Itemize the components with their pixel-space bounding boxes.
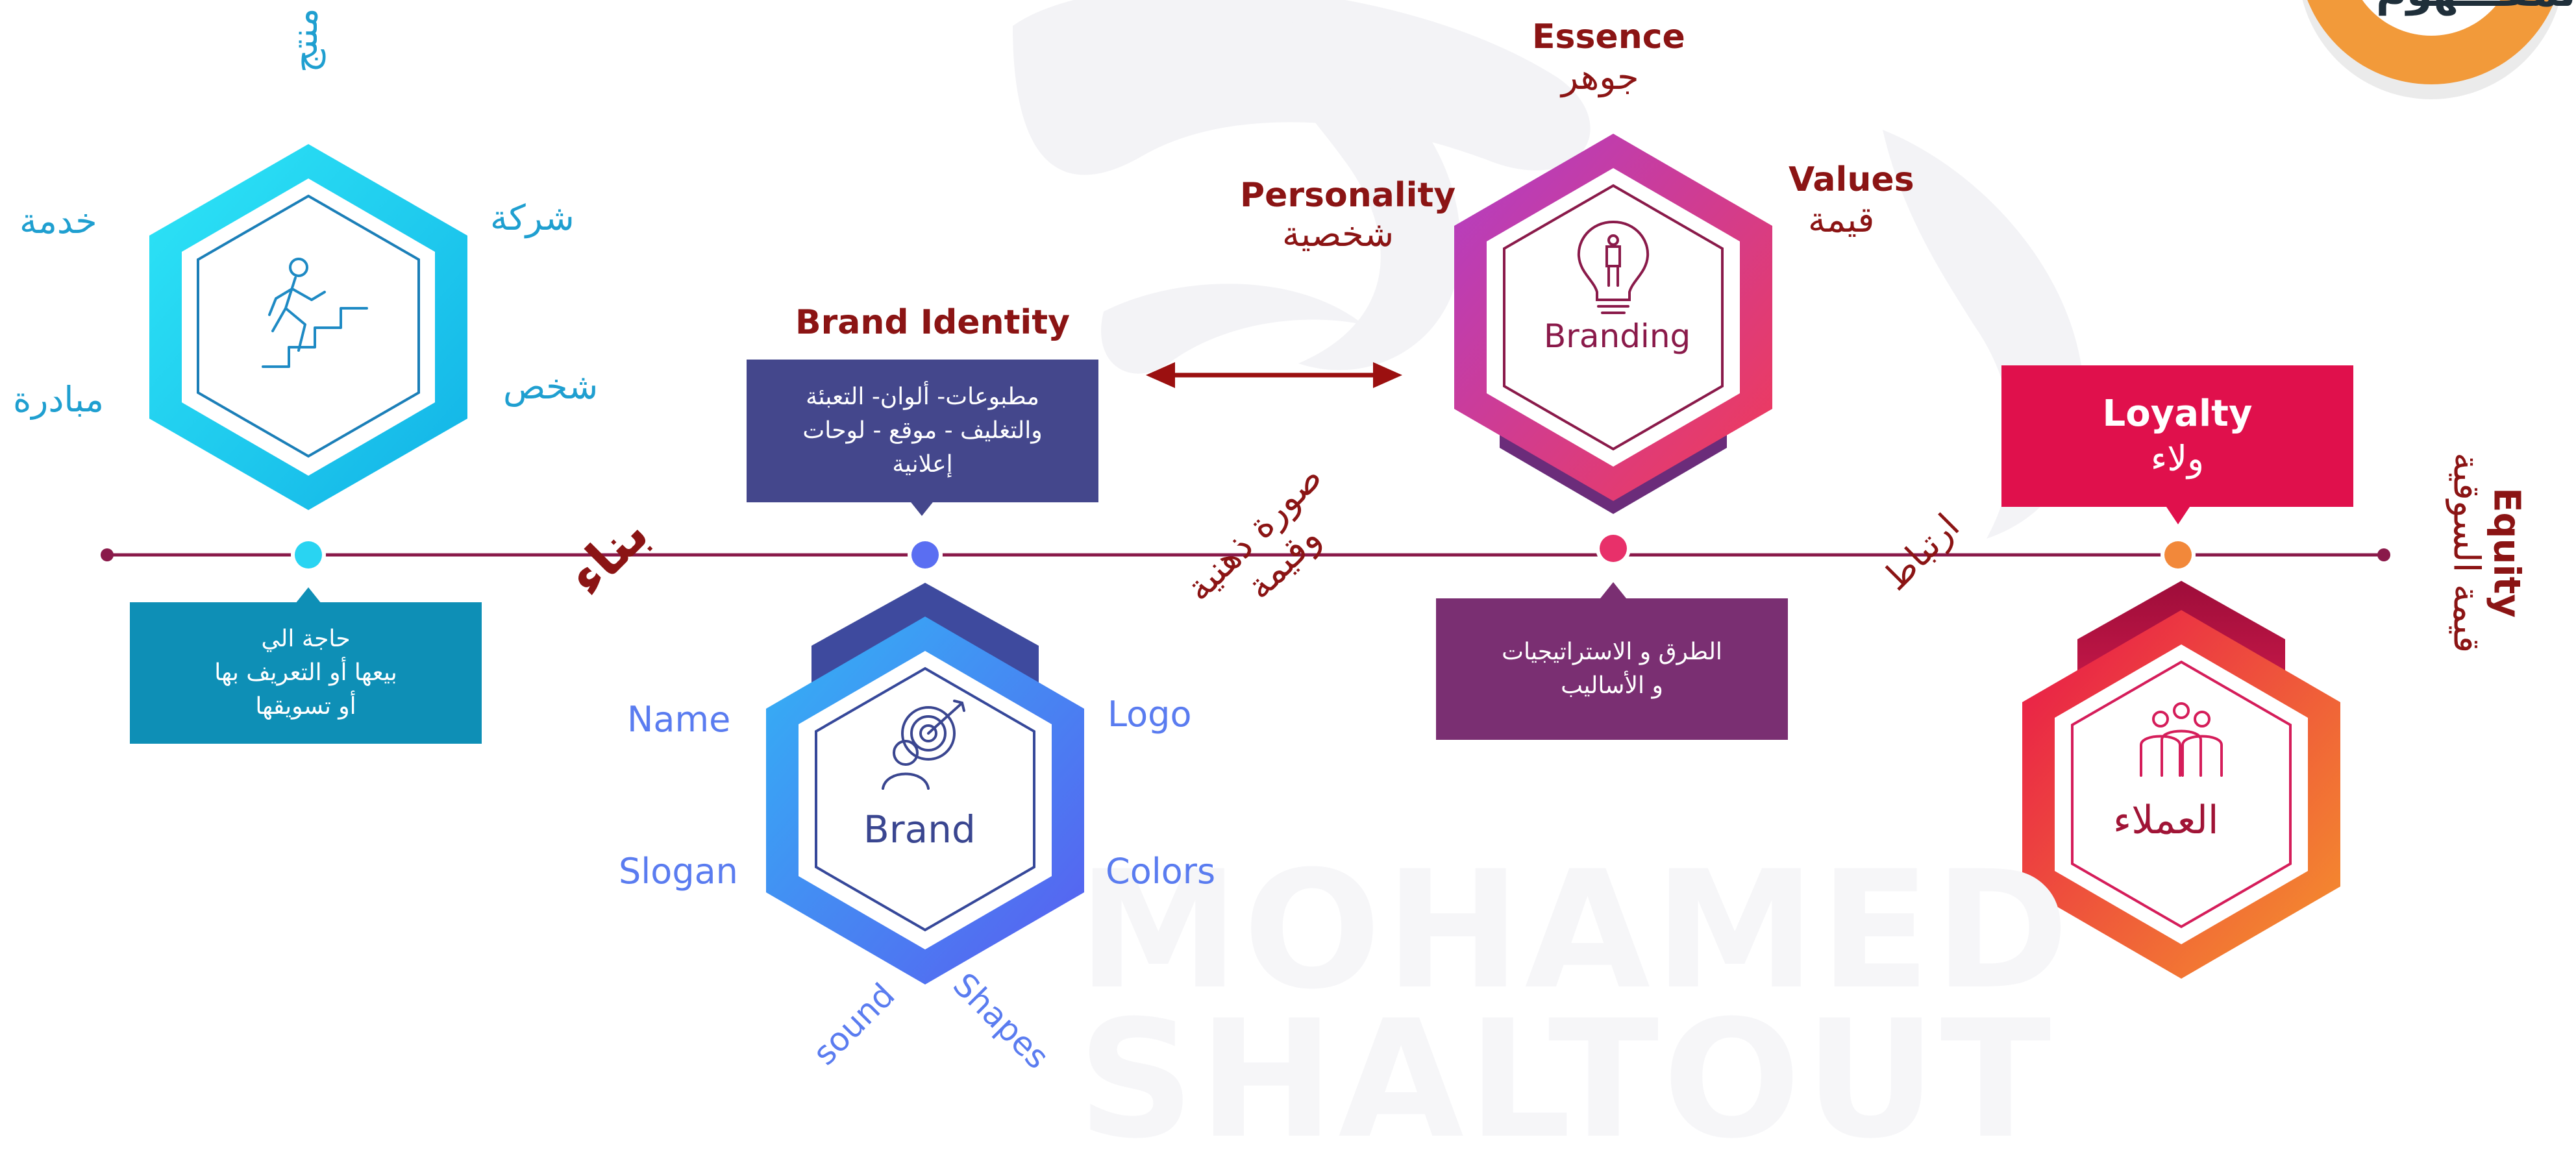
customers-dot <box>2164 541 2192 569</box>
label-service: خدمة <box>19 201 97 241</box>
branding-note-line1: الطرق و الاستراتيجيات <box>1502 638 1722 665</box>
product-hexagon <box>149 144 467 510</box>
customers-hexagon <box>2022 581 2340 979</box>
brand-dot <box>911 541 939 569</box>
brand-element-colors: Colors <box>1106 851 1216 892</box>
product-note-line2: بيعها أو التعريف بها <box>214 659 397 686</box>
stairs-climber-icon <box>262 258 368 368</box>
double-arrow <box>1146 362 1402 388</box>
branding-note: الطرق و الاستراتيجيات و الأساليب <box>1436 598 1788 740</box>
product-note: حاجة الي بيعها أو التعريف بها أو تسويقها <box>130 602 482 744</box>
target-person-icon <box>882 700 965 790</box>
essence-en: Essence <box>1532 18 1685 56</box>
identity-note-line2: والتغليف - موقع - لوحات <box>802 417 1043 444</box>
label-person: شخص <box>503 366 599 407</box>
essence-ar: جوهر <box>1561 56 1639 97</box>
people-group-icon <box>2140 702 2223 777</box>
loyalty-ar: ولاء <box>2150 438 2205 480</box>
product-dot <box>295 541 322 569</box>
corner-title: المفـــهوم <box>2376 0 2576 17</box>
branding-note-pointer <box>1600 582 1626 598</box>
watermark-line2: SHALTOUT <box>1078 985 2055 1174</box>
brand-identity-title: Brand Identity <box>795 303 1071 342</box>
watermark-shape <box>1013 0 2085 539</box>
branding-center-label: Branding <box>1544 317 1691 355</box>
lightbulb-person-icon <box>1577 220 1650 314</box>
personality-en: Personality <box>1240 176 1456 215</box>
corner-ring <box>2302 0 2560 99</box>
watermark-line1: MOHAMED <box>1078 836 2074 1025</box>
product-note-line3: أو تسويقها <box>255 693 356 720</box>
timeline-end-dot <box>2377 548 2390 561</box>
equity-en: Equity <box>2485 487 2528 618</box>
values-ar: قيمة <box>1808 199 1875 240</box>
brand-element-name: Name <box>627 699 731 740</box>
loyalty-pointer <box>2165 505 2191 524</box>
brand-identity-note: مطبوعات- ألوان- التعبئة والتغليف - موقع … <box>747 360 1098 502</box>
branding-note-line2: و الأساليب <box>1561 672 1663 699</box>
branding-hexagon <box>1454 134 1772 514</box>
personality-ar: شخصية <box>1282 214 1394 254</box>
timeline-start-dot <box>101 548 114 561</box>
customers-center-label: العملاء <box>2113 798 2219 843</box>
product-top-label: منتج <box>283 8 326 73</box>
loyalty-en: Loyalty <box>2102 393 2253 435</box>
brand-hexagon <box>766 583 1084 984</box>
branding-dot <box>1600 535 1627 562</box>
values-en: Values <box>1789 160 1914 199</box>
product-note-line1: حاجة الي <box>261 625 351 652</box>
brand-center-label: Brand <box>863 807 976 851</box>
product-note-pointer <box>295 587 321 604</box>
brand-element-slogan: Slogan <box>619 851 738 892</box>
label-initiative: مبادرة <box>13 379 105 420</box>
identity-pointer <box>909 500 935 516</box>
identity-note-line3: إعلانية <box>892 451 953 478</box>
diagram-canvas <box>101 0 2560 984</box>
equity-label: Equity قيمة السوقية <box>2446 417 2528 689</box>
label-company: شركة <box>490 197 575 238</box>
brand-element-logo: Logo <box>1108 694 1192 735</box>
identity-note-line1: مطبوعات- ألوان- التعبئة <box>806 383 1039 410</box>
equity-ar: قيمة السوقية <box>2446 452 2488 654</box>
loyalty-box: Loyalty ولاء <box>2001 365 2353 507</box>
